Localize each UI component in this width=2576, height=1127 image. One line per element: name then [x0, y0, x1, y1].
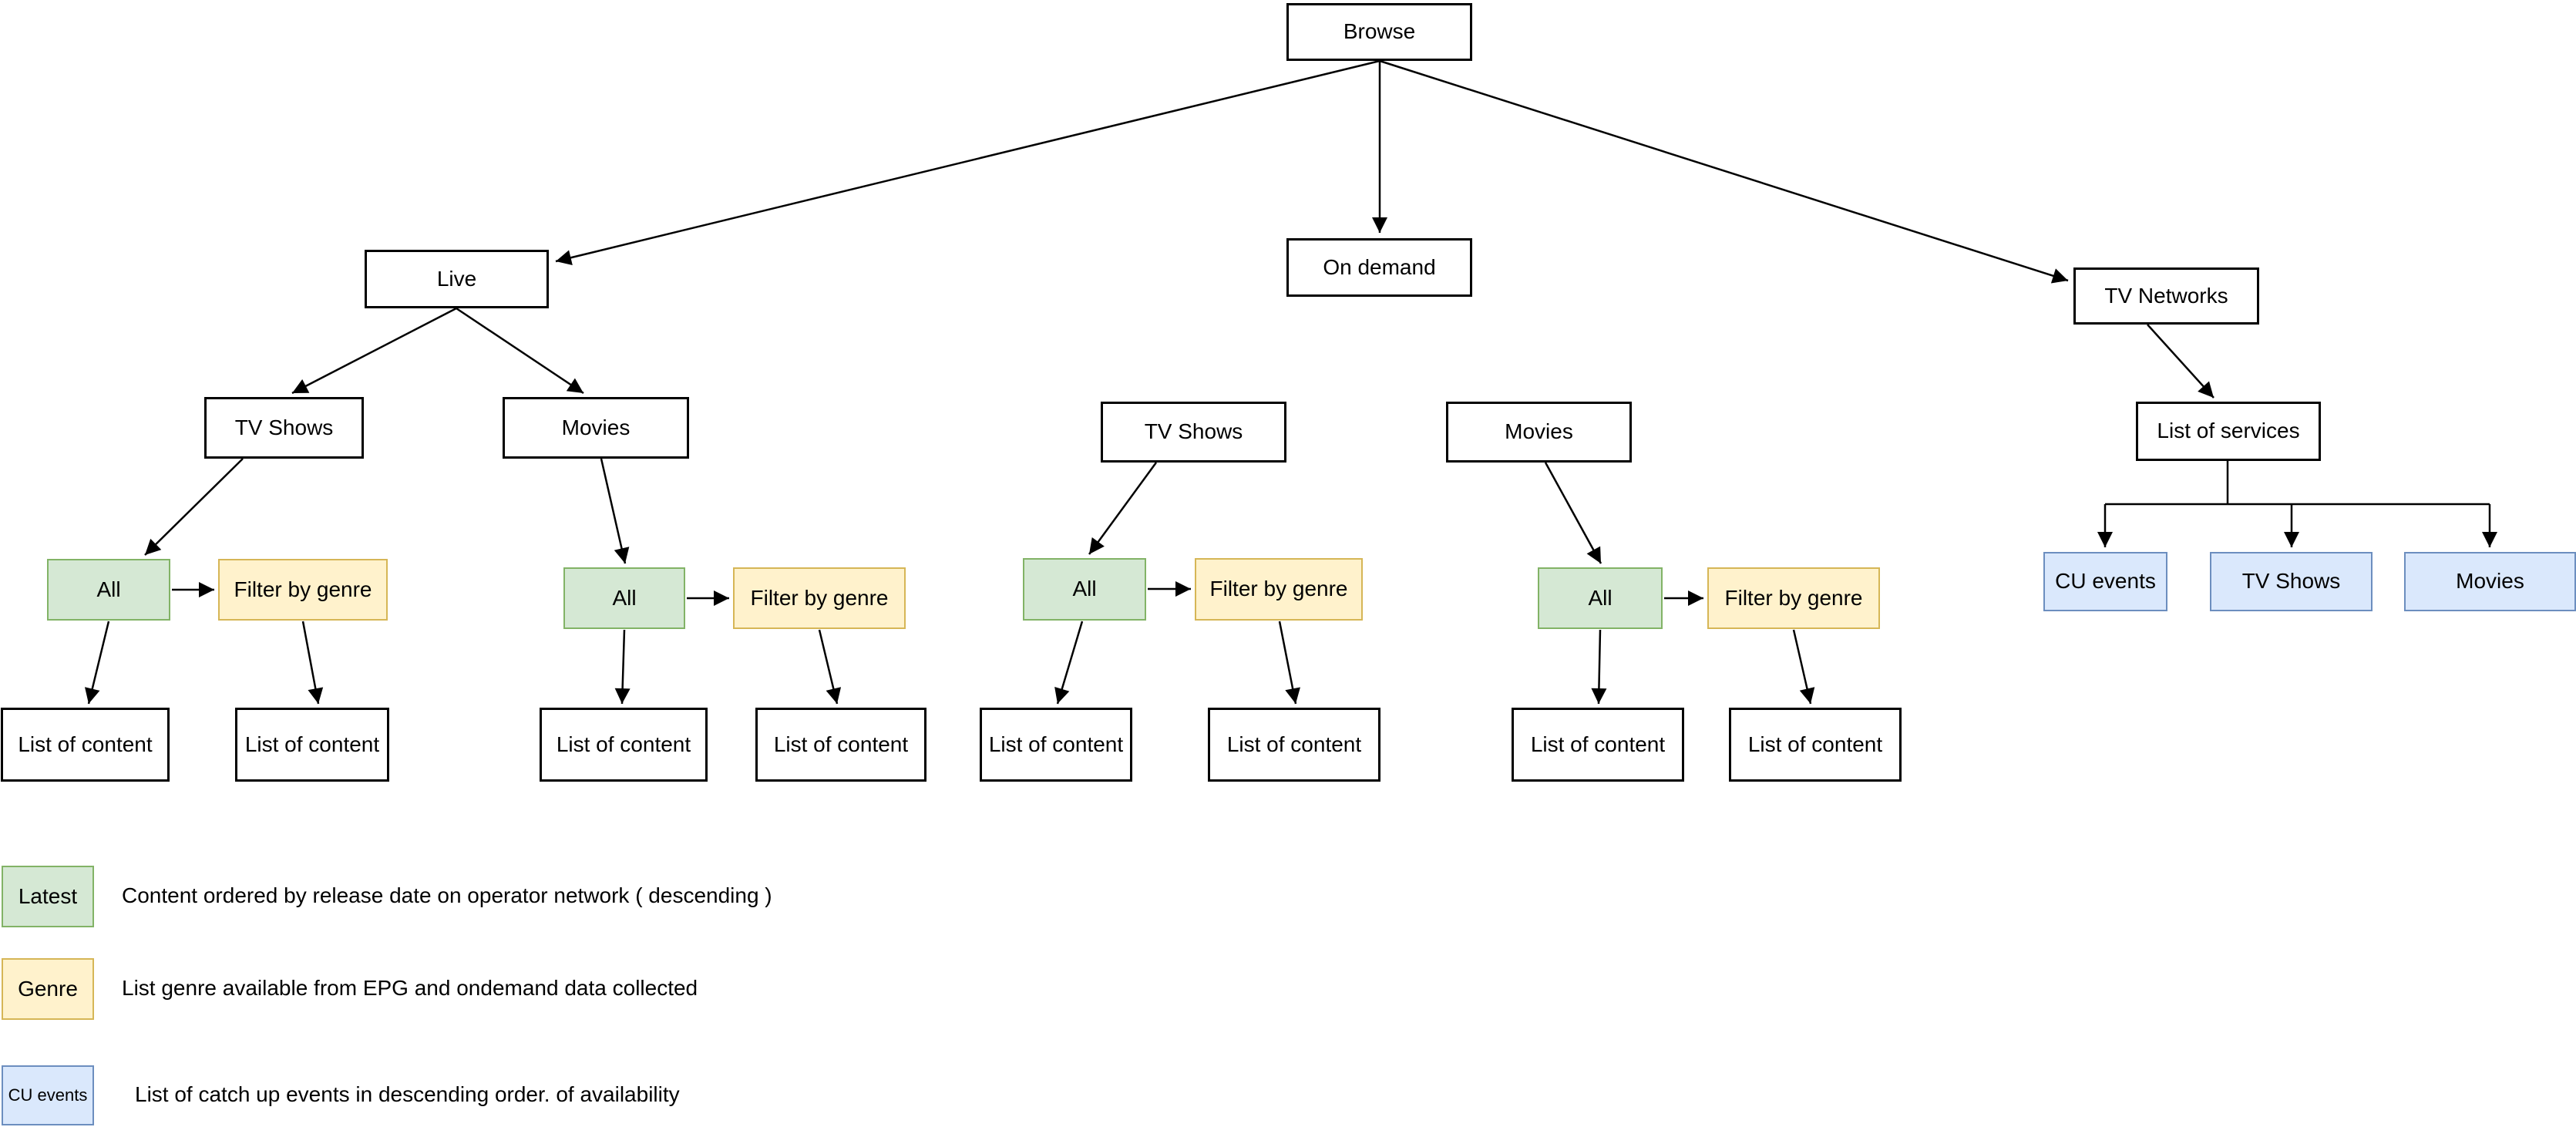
legend-text-genre-description: List genre available from EPG and ondema…	[122, 976, 698, 1000]
edge-live-ts-to-all	[144, 458, 244, 556]
node-label-list-of-content-1: List of content	[18, 732, 153, 756]
node-od-ts-filter[interactable]: Filter by genre	[1195, 558, 1363, 621]
node-list-of-content-6[interactable]: List of content	[1208, 708, 1380, 782]
node-live-ts-all[interactable]: All	[47, 559, 170, 621]
node-legend-cu-events[interactable]: CU events	[2, 1065, 94, 1125]
edge-od-ts-filter-to-list	[1278, 621, 1300, 705]
node-live-m-all[interactable]: All	[563, 567, 685, 629]
node-tvn-cu-events[interactable]: CU events	[2043, 552, 2167, 611]
edge-live-to-movies	[456, 307, 584, 395]
node-label-od-m-all: All	[1588, 585, 1613, 610]
node-label-list-of-content-8: List of content	[1747, 732, 1883, 756]
node-label-tvn-tv-shows: TV Shows	[2241, 569, 2341, 594]
node-list-of-content-4[interactable]: List of content	[755, 708, 926, 782]
node-list-of-content-3[interactable]: List of content	[540, 708, 708, 782]
node-label-live-m-all: All	[612, 585, 637, 610]
node-label-list-of-content-2: List of content	[244, 732, 380, 756]
edge-live-to-tv-shows	[291, 307, 457, 395]
node-label-od-m-filter: Filter by genre	[1724, 585, 1863, 610]
node-od-m-all[interactable]: All	[1538, 567, 1663, 629]
node-list-of-content-7[interactable]: List of content	[1512, 708, 1684, 782]
node-label-list-of-content-6: List of content	[1226, 732, 1362, 756]
edge-live-m-filter-to-list	[818, 629, 842, 705]
node-label-list-of-services: List of services	[2157, 419, 2300, 443]
node-label-live: Live	[436, 266, 477, 291]
node-label-list-of-content-5: List of content	[988, 732, 1124, 756]
edge-browse-to-tv-networks	[1379, 59, 2069, 284]
node-list-of-content-2[interactable]: List of content	[235, 708, 389, 782]
node-label-od-movies: Movies	[1505, 419, 1573, 444]
node-od-movies[interactable]: Movies	[1446, 402, 1632, 463]
edge-live-ts-all-to-list	[85, 621, 110, 705]
node-label-legend-latest: Latest	[18, 883, 78, 908]
node-live-m-filter[interactable]: Filter by genre	[733, 567, 906, 629]
node-label-live-ts-all: All	[96, 577, 121, 601]
edge-od-m-to-all	[1544, 462, 1602, 564]
node-live-ts-filter[interactable]: Filter by genre	[218, 559, 388, 621]
edge-tvn-to-services	[2147, 324, 2214, 399]
node-label-tv-networks: TV Networks	[2104, 283, 2228, 308]
node-label-legend-cu-events: CU events	[8, 1085, 88, 1105]
edge-od-m-all-to-list	[1591, 629, 1607, 705]
edge-od-ts-to-all	[1088, 462, 1158, 555]
node-label-list-of-content-4: List of content	[773, 732, 909, 756]
node-label-list-of-content-7: List of content	[1530, 732, 1666, 756]
node-label-live-movies: Movies	[561, 415, 631, 439]
node-list-of-content-8[interactable]: List of content	[1729, 708, 1902, 782]
node-legend-genre[interactable]: Genre	[2, 958, 94, 1020]
node-legend-latest[interactable]: Latest	[2, 866, 94, 927]
node-od-m-filter[interactable]: Filter by genre	[1707, 567, 1880, 629]
node-od-tv-shows[interactable]: TV Shows	[1101, 402, 1286, 463]
node-label-tvn-movies: Movies	[2456, 569, 2524, 594]
node-label-list-of-content-3: List of content	[556, 732, 691, 756]
node-browse[interactable]: Browse	[1286, 3, 1472, 61]
node-list-of-content-1[interactable]: List of content	[1, 708, 170, 782]
node-label-on-demand: On demand	[1323, 254, 1436, 279]
edge-od-ts-all-to-list	[1054, 621, 1084, 705]
node-live-movies[interactable]: Movies	[503, 397, 689, 459]
node-tvn-tv-shows[interactable]: TV Shows	[2210, 552, 2373, 611]
node-label-tvn-cu-events: CU events	[2055, 569, 2156, 594]
node-label-live-tv-shows: TV Shows	[234, 415, 334, 439]
node-tv-networks[interactable]: TV Networks	[2073, 267, 2259, 325]
node-label-browse: Browse	[1343, 19, 1416, 44]
legend-text-cu-events-description: List of catch up events in descending or…	[135, 1082, 680, 1106]
edge-browse-to-live	[555, 59, 1380, 265]
node-od-ts-all[interactable]: All	[1023, 558, 1146, 621]
edge-live-ts-filter-to-list	[301, 621, 324, 705]
node-label-od-ts-all: All	[1072, 577, 1097, 601]
node-list-of-services[interactable]: List of services	[2136, 402, 2321, 461]
node-label-live-ts-filter: Filter by genre	[234, 577, 372, 601]
legend-text-latest-description: Content ordered by release date on opera…	[122, 883, 772, 907]
node-tvn-movies[interactable]: Movies	[2404, 552, 2576, 611]
node-label-od-ts-filter: Filter by genre	[1209, 577, 1348, 601]
node-label-legend-genre: Genre	[18, 976, 78, 1001]
node-list-of-content-5[interactable]: List of content	[980, 708, 1132, 782]
edge-live-m-all-to-list	[614, 629, 631, 705]
node-label-live-m-filter: Filter by genre	[750, 585, 889, 610]
node-on-demand[interactable]: On demand	[1286, 238, 1472, 297]
node-label-od-tv-shows: TV Shows	[1144, 419, 1243, 444]
node-live[interactable]: Live	[365, 250, 549, 308]
node-live-tv-shows[interactable]: TV Shows	[204, 397, 364, 459]
edge-live-m-to-all	[600, 458, 630, 564]
edge-od-m-filter-to-list	[1792, 629, 1815, 705]
